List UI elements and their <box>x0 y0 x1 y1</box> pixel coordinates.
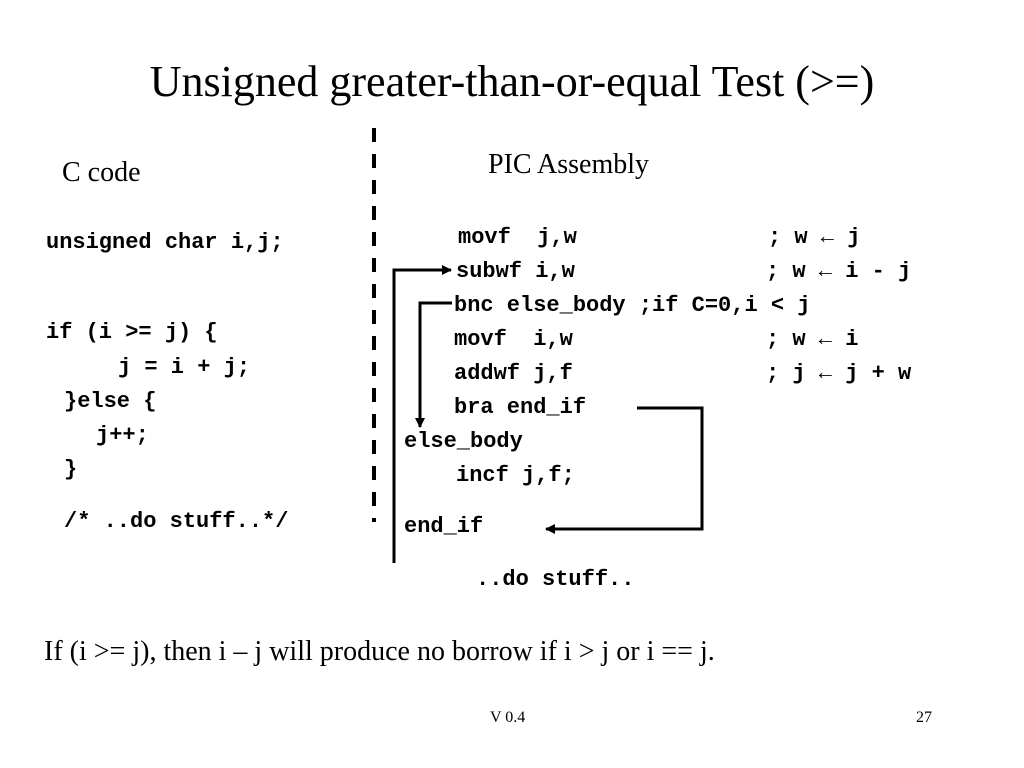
c-code-line-close-brace: } <box>64 457 78 482</box>
asm-line-do-stuff: ..do stuff.. <box>476 567 635 592</box>
asm-line-movf-i: movf i,w <box>454 327 573 352</box>
asm-line-movf-j: movf j,w <box>458 225 577 250</box>
c-code-line-assign: j = i + j; <box>118 355 251 380</box>
asm-line-incf: incf j,f; <box>456 463 575 488</box>
c-code-line-if: if (i >= j) { <box>46 320 218 345</box>
asm-label-end-if: end_if <box>404 514 484 539</box>
asm-line-addwf: addwf j,f <box>454 361 573 386</box>
asm-line-subwf: subwf i,w <box>456 259 575 284</box>
footer-version: V 0.4 <box>490 709 526 726</box>
c-code-line-else: }else { <box>64 389 157 414</box>
asm-comment-subwf: ; w ← i - j <box>766 259 912 284</box>
asm-line-bnc: bnc else_body ;if C=0,i < j <box>454 293 811 318</box>
loop-arrow <box>392 265 452 563</box>
page-number: 27 <box>916 709 932 726</box>
asm-line-bra: bra end_if <box>454 395 587 420</box>
asm-comment-movf-j: ; w ← j <box>768 225 861 250</box>
slide-title: Unsigned greater-than-or-equal Test (>=) <box>149 57 875 106</box>
c-code-line-increment: j++; <box>96 423 149 448</box>
asm-comment-addwf: ; j ← j + w <box>766 361 912 386</box>
asm-comment-movf-i: ; w ← i <box>766 327 859 352</box>
c-code-line-comment: /* ..do stuff..*/ <box>64 509 289 534</box>
pic-assembly-label: PIC Assembly <box>488 149 650 180</box>
branch-to-else-arrow <box>415 301 452 428</box>
c-code-line-declaration: unsigned char i,j; <box>46 230 284 255</box>
asm-label-else-body: else_body <box>404 429 523 454</box>
explanation-note: If (i >= j), then i – j will produce no … <box>44 636 715 667</box>
c-code-label: C code <box>62 157 141 188</box>
branch-to-end-if-arrow <box>545 406 704 534</box>
